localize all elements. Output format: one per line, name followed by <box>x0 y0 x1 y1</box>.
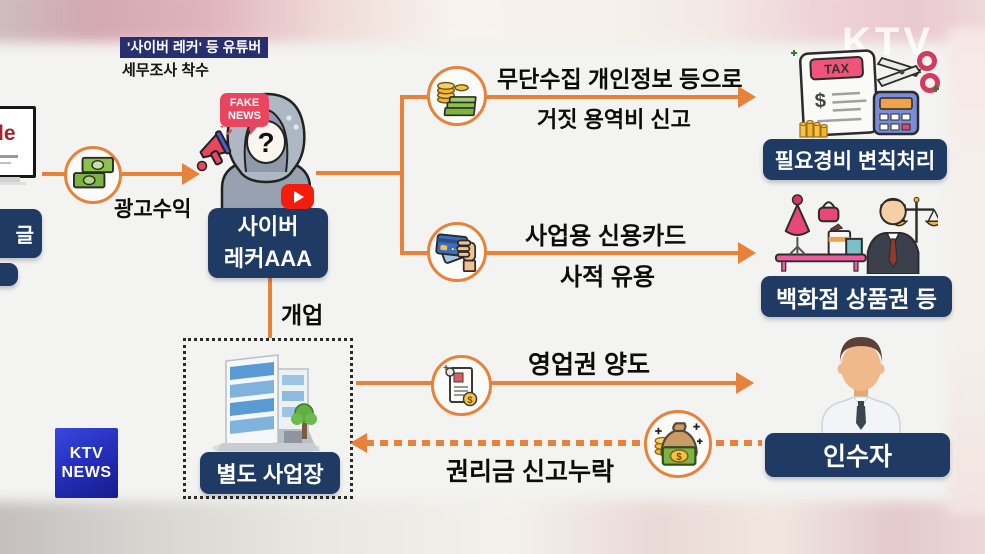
connector-open-business <box>268 278 272 338</box>
goodwill-transfer-label: 영업권 양도 <box>528 351 650 379</box>
background-right-band <box>948 28 985 514</box>
youtuber-name-line2: 레커AAA <box>223 246 313 271</box>
youtube-play-icon <box>281 184 314 209</box>
separate-office-dotted-box <box>183 338 353 499</box>
connector-branch-vertical <box>400 95 404 255</box>
megaphone-icon <box>196 126 233 172</box>
money-bag-icon: $ <box>644 410 712 478</box>
fake-news-bubble-tail <box>250 125 259 135</box>
monitor-line <box>0 155 18 158</box>
source-label-fragment: 글 <box>0 209 42 258</box>
ktv-news-logo: KTV NEWS <box>55 428 118 498</box>
source-label-text: 글 <box>15 225 34 247</box>
youtuber-name-box: 사이버 레커AAA <box>208 208 328 278</box>
credit-card-hand-icon <box>427 222 487 282</box>
arrow-card-misuse-head <box>738 242 756 264</box>
svg-text:TAX: TAX <box>824 61 850 77</box>
result-department-store: 백화점 상품권 등 <box>761 276 952 317</box>
coins-banknotes-icon <box>436 81 477 117</box>
monitor-stand <box>0 177 20 182</box>
result-expense-manipulation: 필요경비 변칙처리 <box>763 139 947 180</box>
money-bills-icon <box>64 146 122 204</box>
svg-text:$: $ <box>676 452 682 463</box>
coins-cash-icon <box>427 66 487 126</box>
separate-office-label: 별도 사업장 <box>200 452 340 494</box>
result-store-text: 백화점 상품권 등 <box>776 285 937 312</box>
false-expense-line1: 무단수집 개인정보 등으로 <box>497 66 743 92</box>
fake-news-bubble: FAKE NEWS <box>220 93 269 127</box>
ad-revenue-label: 광고수익 <box>114 198 192 221</box>
arrow-premium-dashed-line <box>366 440 762 446</box>
arrow-ad-revenue-head <box>182 163 200 185</box>
shopping-goods-icon <box>774 194 938 274</box>
acquirer-person-icon <box>821 337 901 435</box>
lawyer-scales-icon <box>866 196 938 274</box>
scroll-coin-icon: $ <box>443 364 477 406</box>
arrow-goodwill-line <box>356 381 740 385</box>
headline-subtitle: 세무조사 착수 <box>122 62 209 79</box>
play-triangle <box>293 190 304 203</box>
fake-news-line1: FAKE <box>229 96 260 109</box>
result-expense-text: 필요경비 변칙처리 <box>774 149 936 173</box>
logo-line1: KTV <box>69 444 104 462</box>
arrow-false-expense-line <box>400 95 742 99</box>
svg-text:$: $ <box>814 90 826 113</box>
monitor-icon: le <box>0 106 36 178</box>
monitor-base <box>0 182 26 185</box>
calculator-icon <box>872 90 920 136</box>
separate-office-text: 별도 사업장 <box>216 462 324 487</box>
card-misuse-line2: 사적 유용 <box>560 264 655 291</box>
money-bag-coins-icon: $ <box>654 422 703 466</box>
arrow-premium-head <box>350 433 367 453</box>
acquirer-label: 인수자 <box>765 433 950 477</box>
building-icon <box>212 354 320 455</box>
shop-display-icon <box>774 194 867 272</box>
headline-badge: '사이버 레커' 등 유튜버 <box>120 37 269 58</box>
source-label-fragment-2 <box>0 263 18 286</box>
arrow-card-misuse-line <box>400 251 742 255</box>
background-bottom-band <box>0 502 985 554</box>
svg-text:?: ? <box>257 127 274 158</box>
card-in-hand-icon <box>435 233 477 272</box>
false-expense-line2: 거짓 용역비 신고 <box>537 107 691 132</box>
scissors-icon <box>876 51 940 93</box>
monitor-line <box>0 162 11 164</box>
arrow-goodwill-head <box>736 372 754 394</box>
monitor-screen-text: le <box>0 122 16 145</box>
contract-scroll-icon: $ <box>431 355 492 416</box>
arrow-false-expense-head <box>738 86 756 108</box>
connector-from-youtuber <box>316 171 404 175</box>
fake-news-line2: NEWS <box>228 110 261 122</box>
svg-text:$: $ <box>467 395 472 405</box>
youtuber-name-line1: 사이버 <box>237 214 299 240</box>
acquirer-text: 인수자 <box>822 443 892 471</box>
banknotes-icon <box>73 156 114 189</box>
background-top-band <box>0 0 985 42</box>
logo-line2: NEWS <box>61 464 112 481</box>
open-business-label: 개업 <box>281 302 324 328</box>
card-misuse-line1: 사업용 신용카드 <box>525 223 687 250</box>
premium-omission-label: 권리금 신고누락 <box>446 458 614 486</box>
tax-document-icon: TAX $ <box>791 49 940 138</box>
